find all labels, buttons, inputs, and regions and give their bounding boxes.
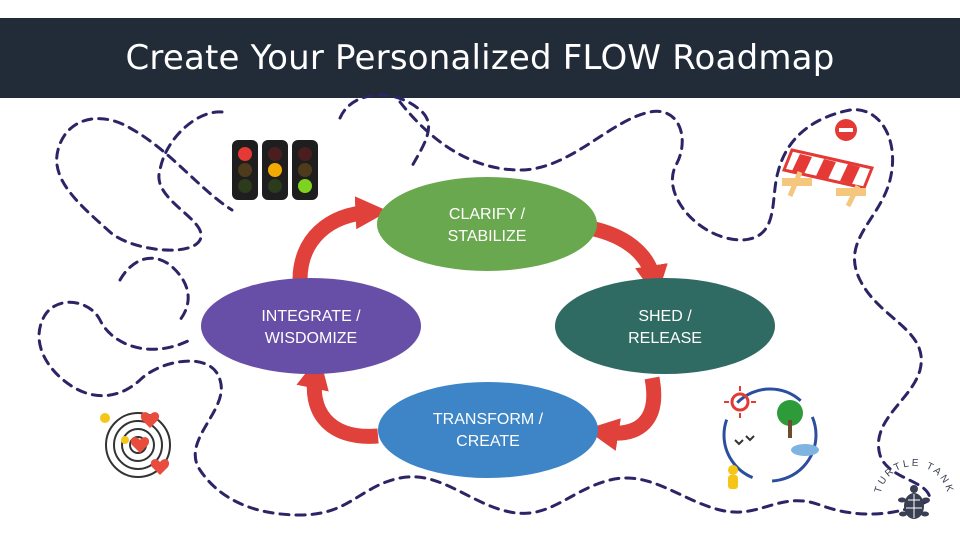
node-clarify: CLARIFY / STABILIZE bbox=[377, 177, 597, 271]
arrow-shed-to-transform bbox=[585, 376, 662, 451]
node-integrate-line1: INTEGRATE / bbox=[261, 308, 361, 325]
node-shed-line2: RELEASE bbox=[628, 330, 702, 347]
node-transform: TRANSFORM / CREATE bbox=[378, 382, 598, 478]
node-clarify-line1: CLARIFY / bbox=[449, 206, 526, 223]
node-shed-line1: SHED / bbox=[638, 308, 692, 325]
nature-cycle-icon bbox=[722, 386, 819, 489]
node-shed: SHED / RELEASE bbox=[555, 278, 775, 374]
node-integrate: INTEGRATE / WISDOMIZE bbox=[201, 278, 421, 374]
arrow-clarify-to-shed bbox=[588, 220, 668, 299]
roadblock-icon bbox=[781, 119, 875, 208]
node-integrate-line2: WISDOMIZE bbox=[265, 330, 357, 347]
node-clarify-line2: STABILIZE bbox=[448, 228, 527, 245]
arrow-integrate-to-clarify bbox=[292, 196, 389, 281]
turtle-tank-logo: TURTLE TANK bbox=[873, 458, 953, 519]
target-hearts-icon bbox=[100, 412, 171, 478]
arrow-transform-to-integrate bbox=[296, 355, 379, 444]
title-bar: Create Your Personalized FLOW Roadmap bbox=[0, 18, 960, 98]
node-transform-line2: CREATE bbox=[456, 433, 520, 450]
node-transform-line1: TRANSFORM / bbox=[433, 411, 544, 428]
page-title: Create Your Personalized FLOW Roadmap bbox=[125, 38, 835, 78]
traffic-light-icon bbox=[232, 140, 318, 200]
dashed-roadmap-path bbox=[37, 93, 932, 517]
